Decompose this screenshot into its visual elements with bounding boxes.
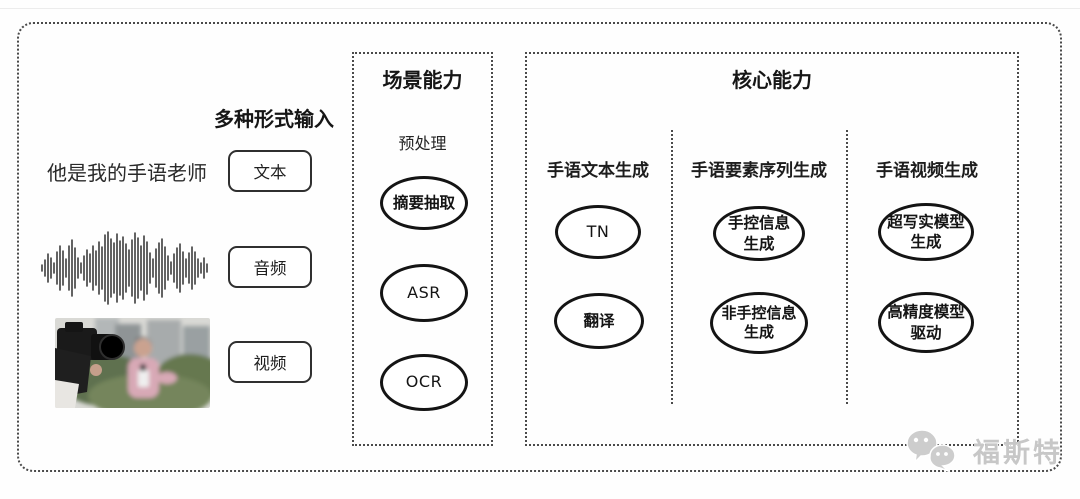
input-box-text: 文本: [228, 150, 312, 192]
column-label-sign-text-generation: 手语文本生成: [547, 161, 649, 181]
core-capability-box: [525, 52, 1019, 446]
input-section-heading: 多种形式输入: [214, 107, 334, 131]
node-manual-info-generation: 手控信息 生成: [713, 206, 805, 261]
input-box-video: 视频: [228, 341, 312, 383]
sample-sentence-text: 他是我的手语老师: [47, 161, 207, 185]
audio-waveform-icon: [41, 231, 208, 305]
preprocess-label: 预处理: [398, 134, 447, 153]
outer-dotted-frame: [17, 22, 1062, 472]
input-box-audio-label: 音频: [253, 259, 287, 278]
scene-capability-box: [352, 52, 493, 446]
column-label-sign-video-generation: 手语视频生成: [876, 161, 978, 181]
node-summary-extraction: 摘要抽取: [380, 176, 468, 230]
scene-capability-title: 场景能力: [382, 68, 463, 92]
node-hyperrealistic-model-generation: 超写实模型 生成: [878, 203, 974, 261]
node-non-manual-info-generation: 非手控信息 生成: [710, 292, 808, 354]
column-divider-1: [671, 130, 673, 404]
blurred-background: [60, 318, 210, 408]
input-box-video-label: 视频: [253, 354, 287, 373]
core-capability-title: 核心能力: [732, 68, 812, 92]
chat-bubbles-icon: [906, 429, 956, 472]
column-label-sign-element-sequence-generation: 手语要素序列生成: [691, 161, 827, 181]
input-box-text-label: 文本: [253, 163, 287, 182]
node-high-precision-model-drive: 高精度模型 驱动: [878, 292, 974, 353]
node-ocr: OCR: [380, 354, 468, 411]
node-tn: TN: [555, 205, 641, 259]
node-asr: ASR: [380, 264, 468, 322]
camera-silhouette: [55, 322, 125, 408]
node-translation: 翻译: [554, 293, 644, 349]
column-divider-2: [846, 130, 848, 404]
input-box-audio: 音频: [228, 246, 312, 288]
watermark-text: 福斯特: [973, 437, 1063, 469]
top-divider-line: [0, 8, 1080, 9]
watermark: 福斯特: [903, 427, 1063, 473]
video-thumbnail: [55, 318, 210, 408]
